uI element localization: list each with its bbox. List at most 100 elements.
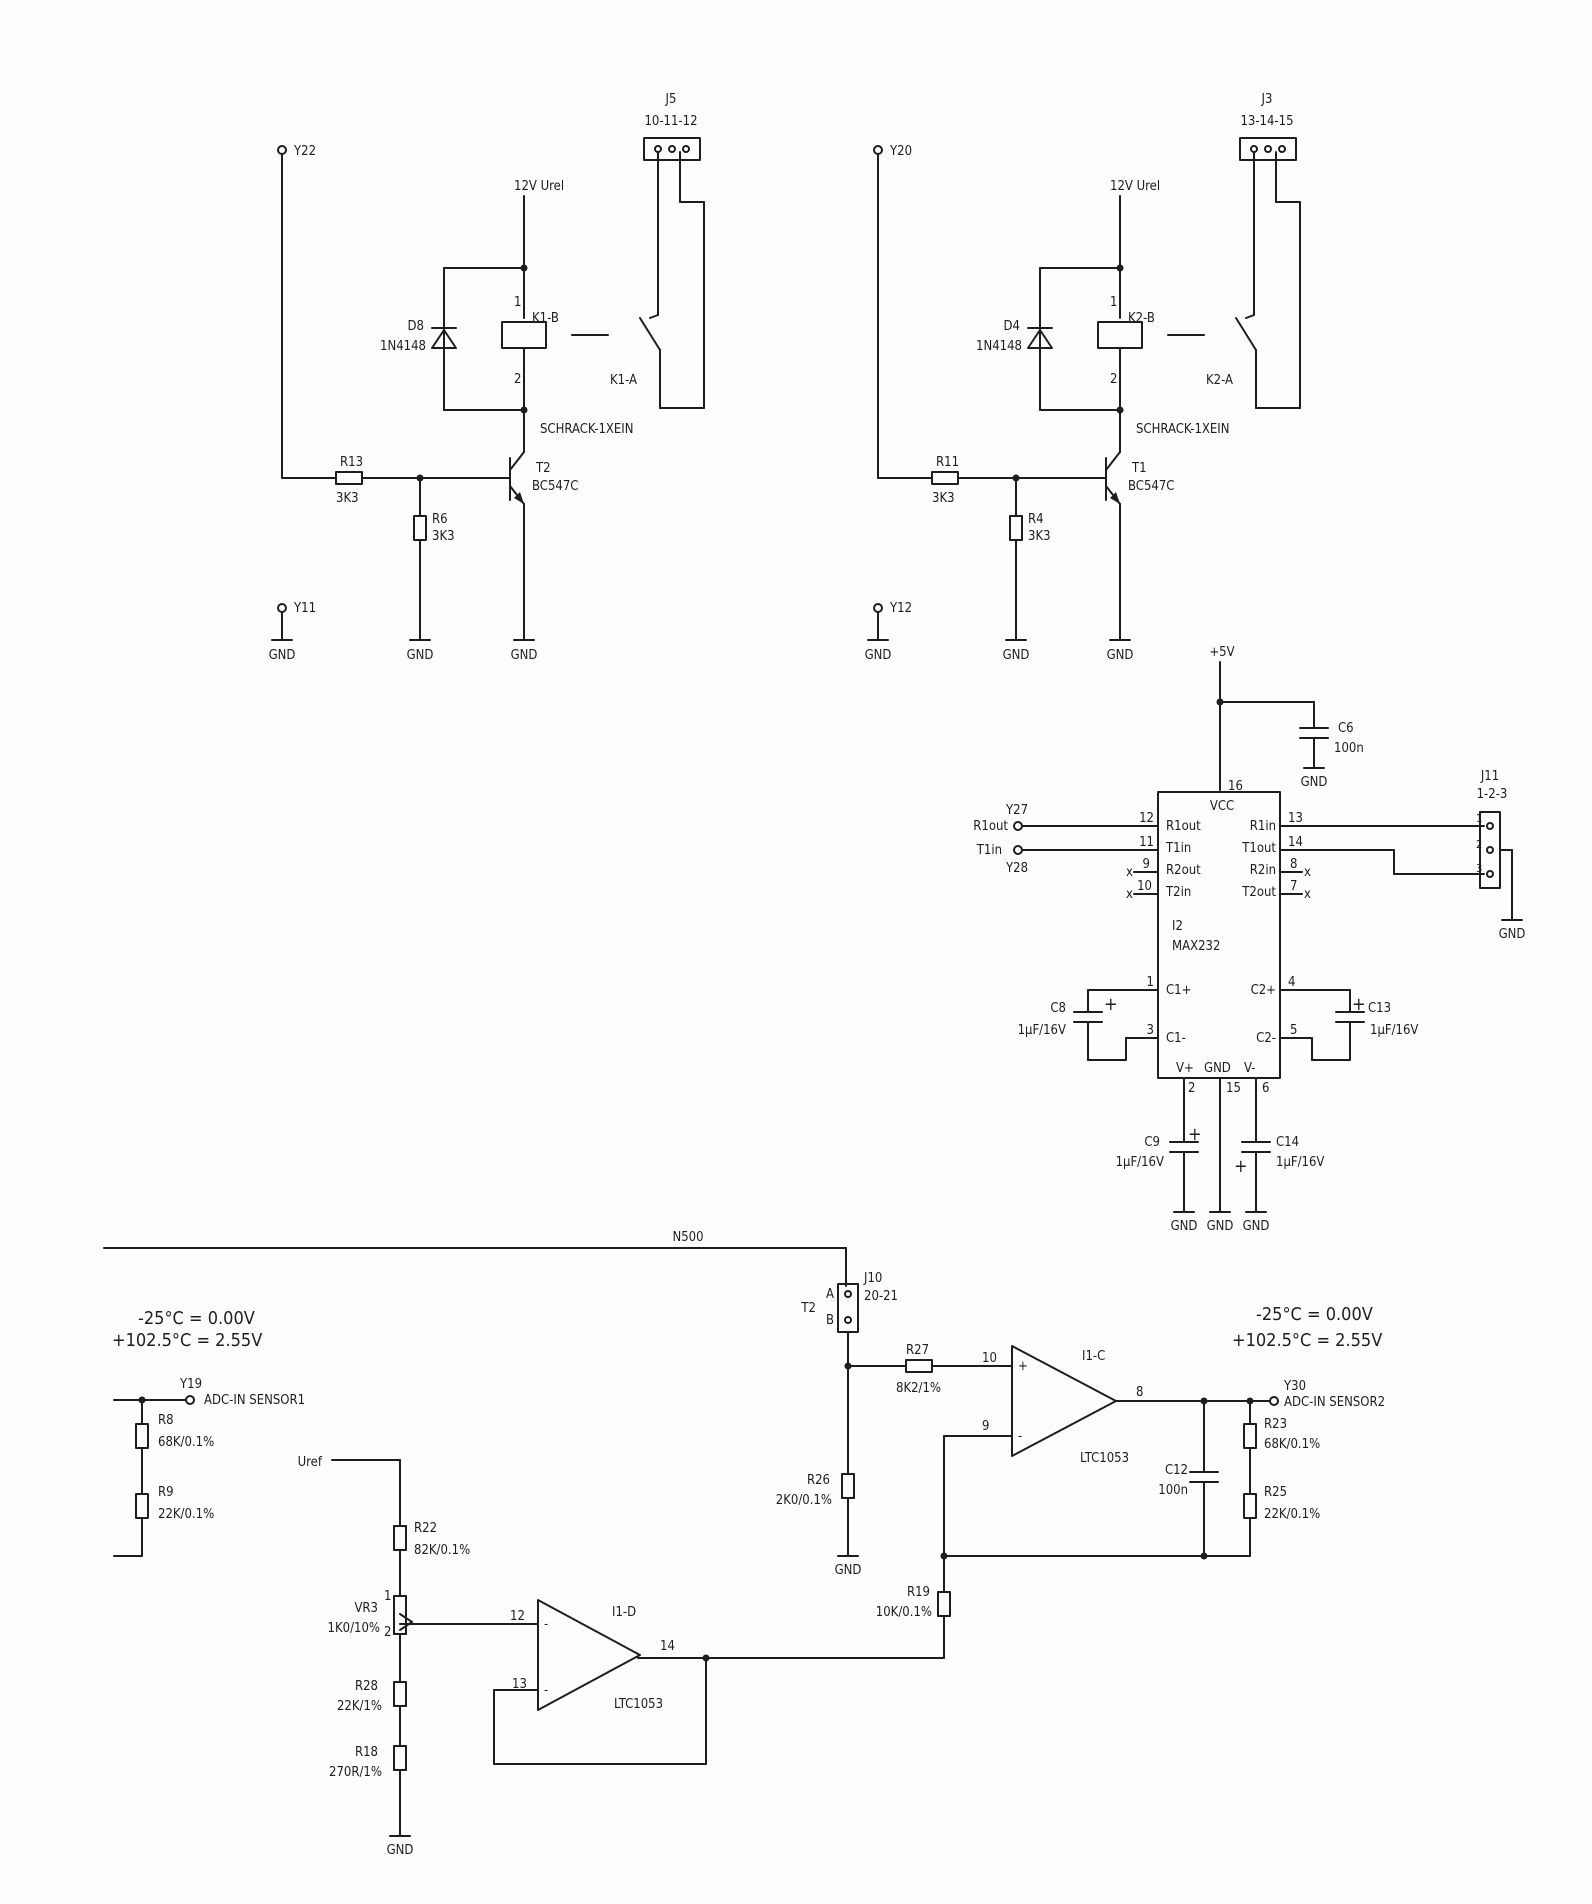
pin-vplus: V+ — [1176, 1061, 1194, 1076]
label-r23: R23 — [1264, 1417, 1287, 1432]
label-i1d-part: LTC1053 — [614, 1697, 663, 1712]
label-c14-value: 1µF/16V — [1276, 1155, 1324, 1170]
pin-c1m: C1- — [1166, 1031, 1186, 1046]
label-r28-value: 22K/1% — [337, 1699, 382, 1714]
sign-plus: + — [1018, 1359, 1028, 1374]
label-adc-sensor2: ADC-IN SENSOR2 — [1284, 1395, 1385, 1410]
pinnum-3: 3 — [1147, 1023, 1154, 1038]
label-t1-value: BC547C — [1128, 479, 1174, 494]
label-c12: C12 — [1165, 1463, 1188, 1478]
label-r8: R8 — [158, 1413, 174, 1428]
label-d8: D8 — [408, 319, 424, 334]
nc-marker: x — [1304, 887, 1311, 902]
plus-c14: + — [1234, 1156, 1248, 1177]
label-r25: R25 — [1264, 1485, 1287, 1500]
label-y30: Y30 — [1283, 1379, 1306, 1394]
label-y22: Y22 — [293, 144, 316, 159]
label-supply: 12V Urel — [1110, 179, 1160, 194]
label-r4: R4 — [1028, 512, 1044, 527]
pin-r2out: R2out — [1166, 863, 1201, 878]
legend-left-2: +102.5°C = 2.55V — [112, 1330, 262, 1351]
label-r6-value: 3K3 — [432, 529, 455, 544]
pin-t1out: T1out — [1241, 841, 1276, 856]
label-gnd: GND — [387, 1843, 414, 1858]
label-j5: J5 — [665, 92, 677, 107]
label-r9: R9 — [158, 1485, 174, 1500]
testpoint-y20 — [873, 145, 883, 155]
label-vr3-pin2: 2 — [384, 1625, 391, 1640]
label-d4: D4 — [1004, 319, 1020, 334]
label-r11-value: 3K3 — [932, 491, 955, 506]
label-n500: N500 — [672, 1230, 703, 1245]
pinnum-11: 11 — [1139, 835, 1154, 850]
label-y20: Y20 — [889, 144, 912, 159]
label-pin-a: A — [826, 1287, 834, 1302]
resistor-r13 — [335, 471, 363, 485]
label-d4-value: 1N4148 — [976, 339, 1022, 354]
label-c6: C6 — [1338, 721, 1354, 736]
label-vcc-pin: 16 — [1228, 779, 1243, 794]
label-c6-value: 100n — [1334, 741, 1364, 756]
resistor-r11 — [931, 471, 959, 485]
label-c14: C14 — [1276, 1135, 1299, 1150]
opamp-i1d — [537, 1599, 641, 1711]
pin-c2p: C2+ — [1251, 983, 1276, 998]
label-vr3: VR3 — [354, 1601, 378, 1616]
pin-12: 12 — [510, 1609, 525, 1624]
label-vr3-pin1: 1 — [384, 1589, 391, 1604]
pinnum-2: 2 — [1188, 1081, 1195, 1096]
label-i1c: I1-C — [1082, 1349, 1105, 1364]
label-i1d: I1-D — [612, 1605, 636, 1620]
pinnum-10: 10 — [1137, 879, 1152, 894]
label-r6: R6 — [432, 512, 448, 527]
label-gnd: GND — [1207, 1219, 1234, 1234]
pin-9: 9 — [982, 1419, 989, 1434]
label-r18-value: 270R/1% — [329, 1765, 382, 1780]
max232-circuit: +5V C6 100n GND 16 VCC I2 MAX232 R1out T… — [973, 645, 1525, 1234]
label-t2: T2 — [535, 461, 551, 476]
pin-r1in: R1in — [1250, 819, 1276, 834]
label-vcc: VCC — [1210, 799, 1234, 814]
pinnum-14: 14 — [1288, 835, 1303, 850]
testpoint-y12 — [873, 603, 883, 613]
pin-t2out: T2out — [1241, 885, 1276, 900]
relay-contact-k2a — [1235, 145, 1301, 409]
pin-r1out: R1out — [1166, 819, 1201, 834]
label-gnd: GND — [835, 1563, 862, 1578]
label-gnd: GND — [1499, 927, 1526, 942]
pin-8: 8 — [1136, 1385, 1143, 1400]
resistor-r4 — [1009, 515, 1023, 541]
pinnum-6: 6 — [1262, 1081, 1269, 1096]
pinnum-5: 5 — [1290, 1023, 1297, 1038]
resistor-r25 — [1243, 1493, 1257, 1519]
label-t1: T1 — [1131, 461, 1147, 476]
label-r11: R11 — [936, 455, 959, 470]
label-adc-sensor1: ADC-IN SENSOR1 — [204, 1393, 305, 1408]
label-gnd: GND — [1243, 1219, 1270, 1234]
legend-right-1: -25°C = 0.00V — [1256, 1304, 1373, 1325]
legend-right-2: +102.5°C = 2.55V — [1232, 1330, 1382, 1351]
label-j11-pins: 1-2-3 — [1477, 787, 1508, 802]
label-gnd: GND — [511, 648, 538, 663]
label-r13: R13 — [340, 455, 363, 470]
label-r4-value: 3K3 — [1028, 529, 1051, 544]
label-r18: R18 — [355, 1745, 378, 1760]
label-t2-value: BC547C — [532, 479, 578, 494]
label-k2b: K2-B — [1128, 311, 1155, 326]
pin-r2in: R2in — [1250, 863, 1276, 878]
label-j10-pins: 20-21 — [864, 1289, 898, 1304]
diode-d4 — [1027, 329, 1053, 349]
label-vr3-value: 1K0/10% — [328, 1621, 380, 1636]
pin-13: 13 — [512, 1677, 527, 1692]
sign-minus: - — [544, 1617, 548, 1632]
label-r22-value: 82K/0.1% — [414, 1543, 470, 1558]
label-r23-value: 68K/0.1% — [1264, 1437, 1320, 1452]
resistor-r8 — [135, 1423, 149, 1449]
label-i1c-part: LTC1053 — [1080, 1451, 1129, 1466]
testpoint-y30 — [1269, 1396, 1279, 1406]
pin-t1in: T1in — [1165, 841, 1191, 856]
label-pin1: 1 — [514, 295, 521, 310]
label-j11: J11 — [1480, 769, 1499, 784]
label-j10: J10 — [863, 1271, 882, 1286]
